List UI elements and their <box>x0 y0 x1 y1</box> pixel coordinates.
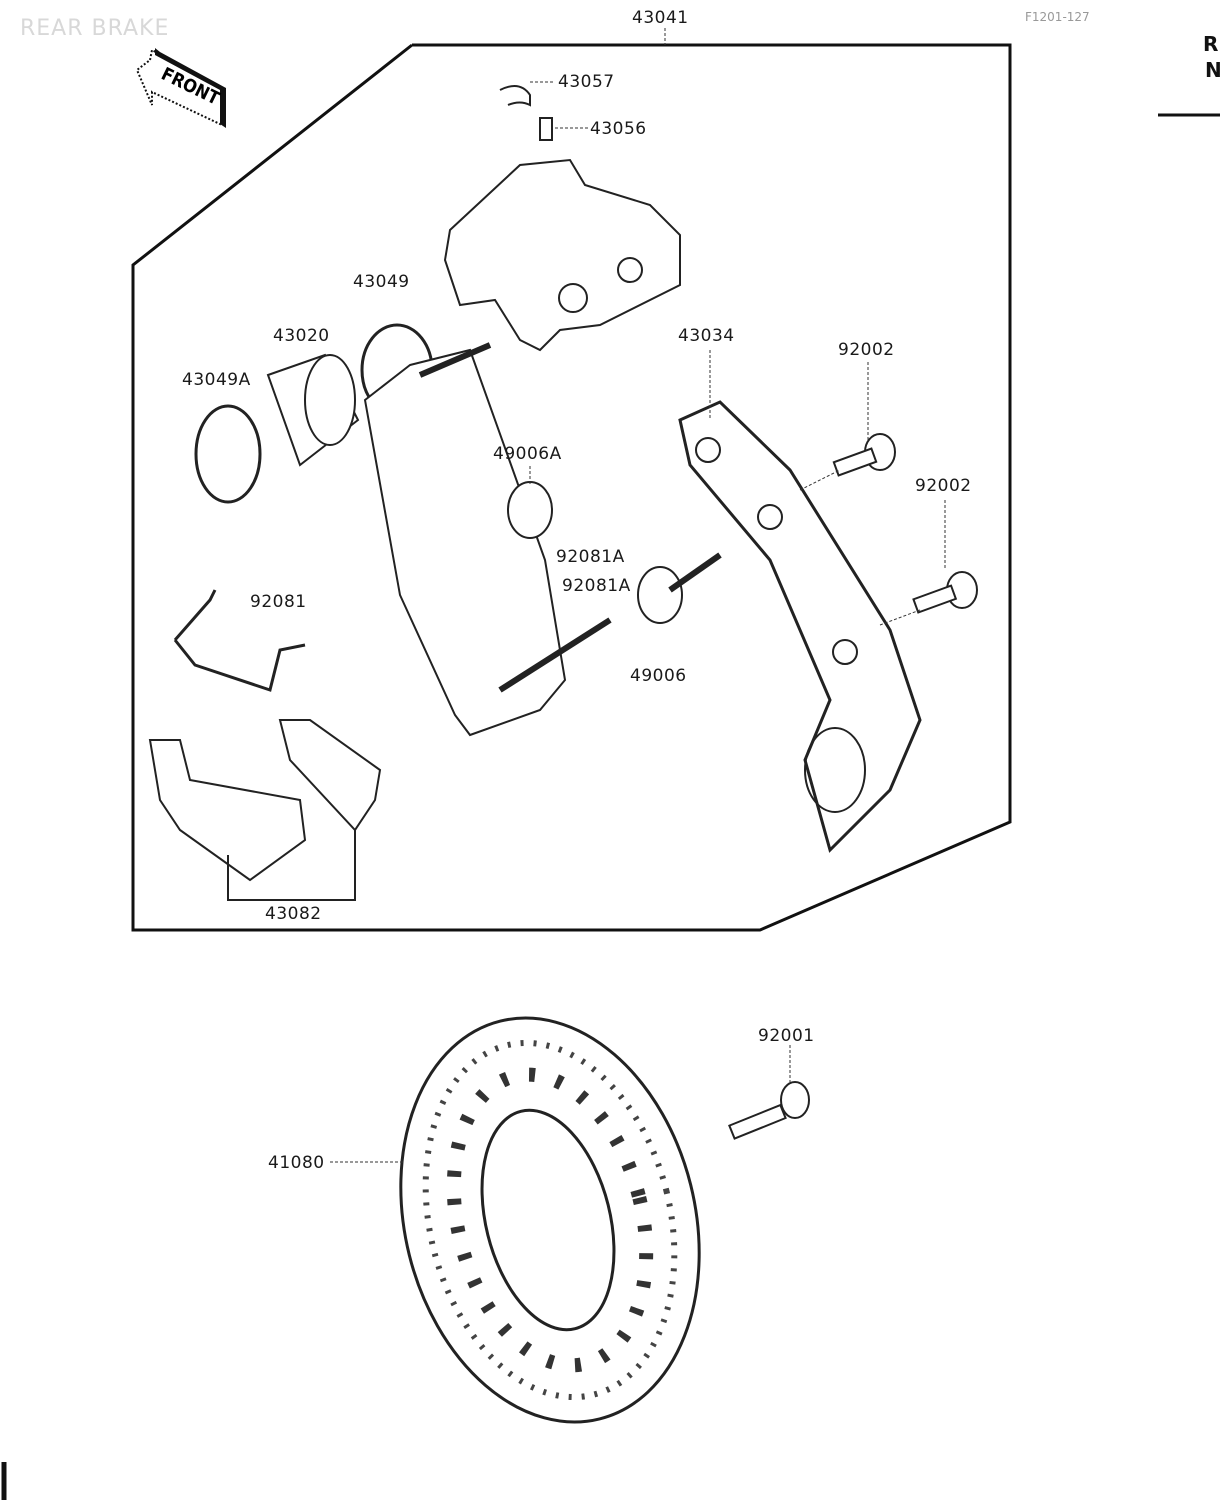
torque-link-43034 <box>678 400 922 853</box>
part-label-43056[interactable]: 43056 <box>590 119 647 139</box>
dust-seal-43049A <box>194 404 262 504</box>
part-label-43049a[interactable]: 43049A <box>182 370 251 390</box>
front-arrow-icon: FRONT <box>135 48 226 128</box>
side-header-n: N <box>1205 58 1220 82</box>
bolt-92002 <box>912 571 978 614</box>
part-label-43034[interactable]: 43034 <box>678 326 735 346</box>
boot-49006 <box>637 566 683 624</box>
part-label-92081a-lower[interactable]: 92081A <box>562 576 631 596</box>
brake-pad-43082 <box>278 719 382 832</box>
part-label-41080[interactable]: 41080 <box>268 1153 325 1173</box>
part-label-43057[interactable]: 43057 <box>558 72 615 92</box>
brake-pad-43082 <box>148 739 307 882</box>
caliper-assembly-boundary <box>131 43 1012 932</box>
diagram-title: REAR BRAKE <box>20 16 170 41</box>
pad-spring-92081 <box>173 589 306 692</box>
disc-bolt-92001 <box>728 1081 810 1140</box>
part-label-43049[interactable]: 43049 <box>353 272 410 292</box>
piston-43020 <box>266 353 360 467</box>
part-label-92081a-upper[interactable]: 92081A <box>556 547 625 567</box>
caliper-holder <box>363 348 567 737</box>
part-label-92081[interactable]: 92081 <box>250 592 307 612</box>
part-label-49006a[interactable]: 49006A <box>493 444 562 464</box>
part-label-92002-upper[interactable]: 92002 <box>838 340 895 360</box>
part-label-92001[interactable]: 92001 <box>758 1026 815 1046</box>
boot-49006A <box>507 481 553 539</box>
part-label-43020[interactable]: 43020 <box>273 326 330 346</box>
part-label-43082[interactable]: 43082 <box>265 904 322 924</box>
caliper-body <box>443 85 681 352</box>
part-label-92002-lower[interactable]: 92002 <box>915 476 972 496</box>
part-label-43041[interactable]: 43041 <box>632 8 689 28</box>
figure-code: F1201-127 <box>1025 10 1090 24</box>
brake-disc-41080 <box>399 1016 701 1424</box>
side-header-r: R <box>1203 32 1219 56</box>
bolt-92002 <box>832 433 896 477</box>
part-label-49006[interactable]: 49006 <box>630 666 687 686</box>
